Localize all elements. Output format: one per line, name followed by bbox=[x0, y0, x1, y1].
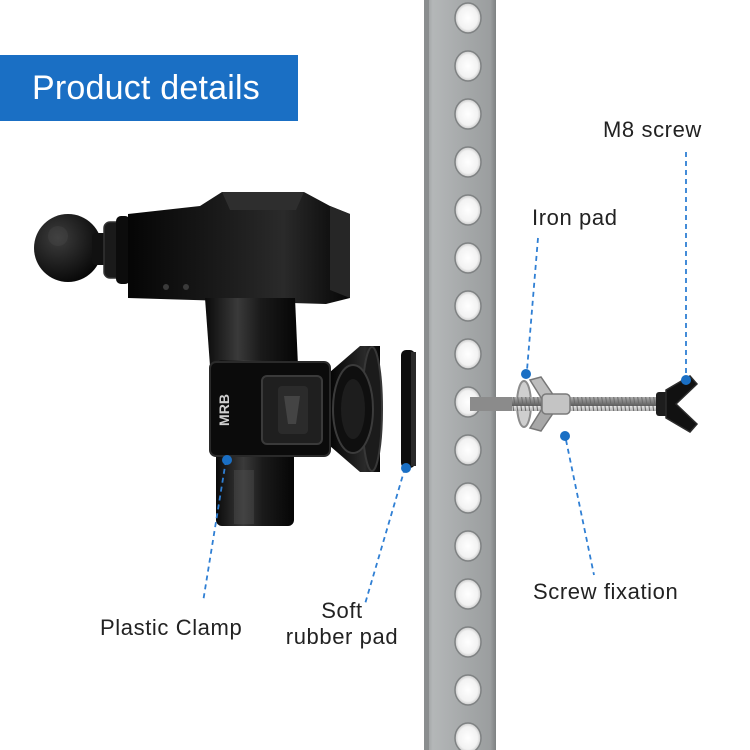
label-soft-rubber-pad-line1: Soft bbox=[321, 598, 363, 623]
rail-hole bbox=[454, 194, 482, 226]
rail-hole bbox=[454, 290, 482, 322]
leader-line-plastic-clamp bbox=[202, 459, 227, 603]
leader-dot-iron-pad bbox=[521, 369, 531, 379]
banner-title: Product details bbox=[32, 68, 260, 107]
product-details-banner: Product details bbox=[0, 55, 298, 121]
leader-line-iron-pad bbox=[526, 237, 539, 371]
rail-hole bbox=[454, 578, 482, 610]
screw-thread bbox=[512, 397, 672, 411]
leader-line-screw-fixation bbox=[565, 439, 595, 576]
rail-hole bbox=[454, 674, 482, 706]
rail-hole bbox=[454, 338, 482, 370]
label-m8-screw: M8 screw bbox=[603, 117, 702, 142]
leader-dot-rubber-pad bbox=[401, 463, 411, 473]
soft-rubber-pad bbox=[401, 350, 416, 468]
rail-hole bbox=[454, 530, 482, 562]
rail-hole bbox=[454, 2, 482, 34]
leader-dot-plastic-clamp bbox=[222, 455, 232, 465]
leader-dot-screw-fixation bbox=[560, 431, 570, 441]
leader-line-rubber-pad bbox=[364, 467, 406, 605]
rail-hole bbox=[454, 722, 482, 750]
label-soft-rubber-pad: Soft rubber pad bbox=[272, 600, 412, 648]
rail-hole bbox=[454, 434, 482, 466]
leader-dot-m8-screw bbox=[681, 375, 691, 385]
massage-gun: MRB bbox=[34, 192, 350, 526]
plastic-clamp bbox=[209, 361, 331, 457]
label-screw-fixation: Screw fixation bbox=[533, 579, 679, 604]
bolt-knob bbox=[656, 375, 699, 433]
bolt-assembly bbox=[470, 375, 699, 433]
rail-hole bbox=[454, 146, 482, 178]
rail-hole bbox=[454, 242, 482, 274]
rail-hole bbox=[454, 626, 482, 658]
label-plastic-clamp: Plastic Clamp bbox=[100, 615, 243, 640]
leader-lines bbox=[202, 152, 687, 605]
label-soft-rubber-pad-line2: rubber pad bbox=[285, 624, 399, 649]
perforated-rail bbox=[424, 0, 496, 750]
label-iron-pad: Iron pad bbox=[532, 205, 618, 230]
wing-nut bbox=[528, 376, 571, 432]
rail-hole bbox=[454, 50, 482, 82]
mount-cup bbox=[330, 346, 383, 472]
rail-edge bbox=[424, 0, 429, 750]
device-logo: MRB bbox=[216, 394, 232, 426]
rail-hole bbox=[454, 482, 482, 514]
massage-ball-head bbox=[34, 214, 102, 282]
rail-hole bbox=[454, 98, 482, 130]
leader-dots bbox=[222, 369, 691, 473]
